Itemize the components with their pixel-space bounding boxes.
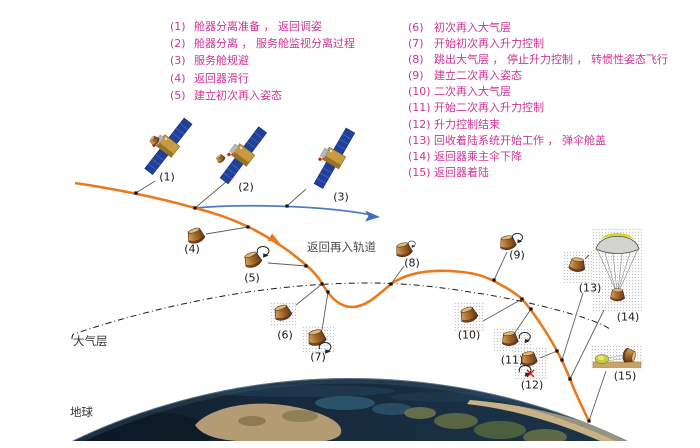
legend-left-column: (1)舱器分离准备 ， 返回调姿 (2)舱器分离 ， 服务舱监视分离过程 (3)… xyxy=(170,18,355,104)
earth-label: 地球 xyxy=(70,405,93,419)
marker-15: (15) xyxy=(613,369,637,383)
legend-item-15: (15)返回器着陆 xyxy=(408,165,489,179)
legend-right-column: (6)初次再入大气层 (7)开始初次再入升力控制 (8)跳出大气层 ， 停止升力… xyxy=(408,20,668,181)
legend-item-12: (12)升力控制结束 xyxy=(408,117,500,131)
capsule-10-icon xyxy=(457,304,480,325)
legend-item-13: (13)回收着陆系统开始工作 ， 弹伞舱盖 xyxy=(408,133,606,147)
legend-item-6: (6)初次再入大气层 xyxy=(408,21,511,34)
capsule-separating-icon xyxy=(214,152,227,165)
marker-13: (13) xyxy=(578,281,602,295)
legend-item-5: (5)建立初次再入姿态 xyxy=(170,88,282,102)
parachute-descent-icon xyxy=(595,232,640,302)
spacecraft-combo-1-icon xyxy=(137,112,196,178)
leader-lines xyxy=(135,175,607,422)
marker-1: (1) xyxy=(159,170,175,184)
marker-8: (8) xyxy=(404,256,420,270)
marker-4: (4) xyxy=(184,242,200,256)
marker-5: (5) xyxy=(244,271,260,285)
legend-item-8: (8)跳出大气层 ， 停止升力控制 ， 转惯性姿态飞行 xyxy=(408,53,668,67)
capsule-13-icon xyxy=(567,256,587,273)
atmosphere-boundary-line xyxy=(71,282,612,340)
capsule-7-icon xyxy=(305,327,328,348)
marker-14: (14) xyxy=(616,310,640,324)
legend-item-2: (2)舱器分离 ， 服务舱监视分离过程 xyxy=(170,37,355,51)
capsule-6-icon xyxy=(271,302,294,323)
marker-10: (10) xyxy=(457,328,481,342)
legend-item-4: (4)返回器滑行 xyxy=(170,71,249,85)
rotation-arrow-11-icon xyxy=(518,331,531,344)
ejected-hatch-mark xyxy=(584,254,590,260)
legend-item-7: (7)开始初次再入升力控制 xyxy=(408,37,544,51)
marker-9: (9) xyxy=(509,248,525,262)
trajectory-arrowhead xyxy=(267,233,280,244)
legend-item-1: (1)舱器分离准备 ， 返回调姿 xyxy=(170,20,322,33)
divert-arrowhead xyxy=(365,210,380,222)
legend-item-3: (3)服务舱规避 xyxy=(170,54,249,68)
earth-image xyxy=(56,378,638,441)
marker-6: (6) xyxy=(277,328,293,342)
marker-2: (2) xyxy=(238,180,254,194)
trajectory-label: 返回再入轨道 xyxy=(307,240,376,254)
capsule-5-icon xyxy=(241,249,264,271)
atmosphere-label: 大气层 xyxy=(73,334,108,348)
event-dots xyxy=(134,191,591,423)
marker-12: (12) xyxy=(520,378,544,392)
capsule-11-icon xyxy=(500,330,520,348)
marker-11: (11) xyxy=(500,353,524,367)
service-module-icon xyxy=(306,123,359,191)
legend-item-9: (9)建立二次再入姿态 xyxy=(408,69,522,83)
legend-item-11: (11)开始二次再入升力控制 xyxy=(408,101,544,115)
service-module-divert-path xyxy=(194,204,373,216)
marker-3: (3) xyxy=(333,190,349,204)
marker-7: (7) xyxy=(310,350,326,364)
legend-item-14: (14)返回器乘主伞下降 xyxy=(408,149,522,163)
landed-capsule-icon xyxy=(592,347,642,368)
rotation-end-arrow-12-icon xyxy=(518,365,535,378)
legend-item-10: (10)二次再入大气层 xyxy=(408,85,511,99)
spacecraft-combo-2-icon xyxy=(212,120,271,187)
